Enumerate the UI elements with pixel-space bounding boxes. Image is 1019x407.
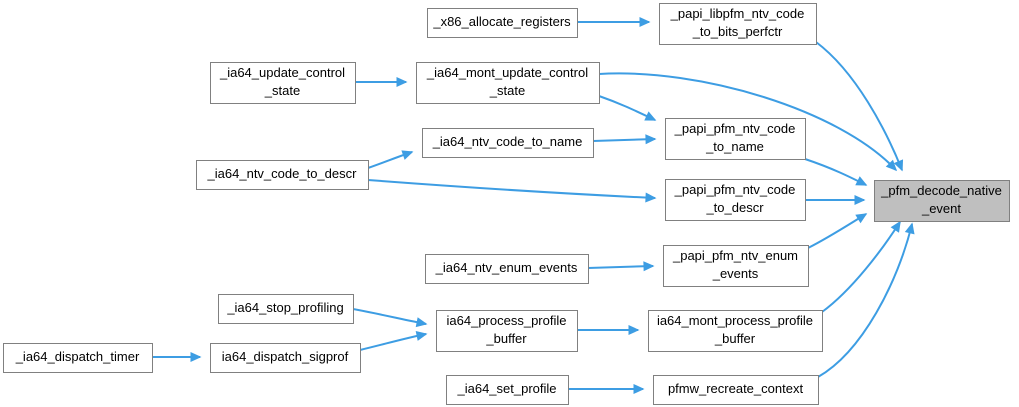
node-label: _events — [712, 266, 759, 281]
node-label: _pfm_decode_native — [880, 183, 1002, 198]
node-box[interactable] — [196, 160, 369, 190]
node-ia64_mont_process_profile_buffer[interactable]: ia64_mont_process_profile _buffer — [648, 310, 823, 352]
edge-ia64_ntv_code_to_descr-to-ia64_ntv_code_to_name — [367, 150, 414, 169]
edge-ia64_ntv_code_to_descr-to-papi_pfm_ntv_code_to_descr — [367, 179, 657, 203]
node-box[interactable] — [210, 343, 361, 373]
node-papi_pfm_ntv_enum_events[interactable]: _papi_pfm_ntv_enum _events — [663, 245, 809, 287]
nodes-layer: _x86_allocate_registers _papi_libpfm_ntv_… — [3, 3, 1010, 405]
node-label: _papi_libpfm_ntv_code — [670, 6, 805, 21]
node-x86_allocate_registers[interactable]: _x86_allocate_registers — [427, 8, 578, 38]
node-ia64_dispatch_timer[interactable]: _ia64_dispatch_timer — [3, 343, 153, 373]
edge-pfmw_recreate_context-to-pfm_decode_native_event — [817, 222, 915, 378]
node-papi_pfm_ntv_code_to_descr[interactable]: _papi_pfm_ntv_code _to_descr — [665, 179, 806, 221]
node-box[interactable] — [210, 62, 356, 104]
node-label: ia64_mont_process_profile — [657, 313, 813, 328]
node-box[interactable] — [653, 375, 819, 405]
node-label: _state — [264, 83, 300, 98]
edge-ia64_mont_process_profile_buffer-to-pfm_decode_native_event — [821, 220, 901, 313]
node-label: _to_bits_perfctr — [692, 24, 783, 39]
edge-ia64_dispatch_sigprof-to-ia64_process_profile_buffer — [359, 331, 428, 351]
node-label: ia64_dispatch_sigprof — [222, 349, 349, 364]
edge-ia64_ntv_enum_events-to-papi_pfm_ntv_enum_events — [587, 261, 655, 272]
edge-ia64_process_profile_buffer-to-ia64_mont_process_profile_buffer — [577, 325, 640, 335]
node-box[interactable] — [416, 62, 600, 104]
node-label: _ia64_update_control — [219, 65, 345, 80]
node-label: _event — [921, 201, 961, 216]
edge-papi_pfm_ntv_enum_events-to-pfm_decode_native_event — [807, 213, 868, 249]
node-ia64_dispatch_sigprof[interactable]: ia64_dispatch_sigprof — [210, 343, 361, 373]
node-label: _state — [489, 83, 525, 98]
node-box[interactable] — [446, 375, 569, 405]
node-label: _buffer — [714, 331, 756, 346]
edge-ia64_dispatch_timer-to-ia64_dispatch_sigprof — [152, 352, 202, 362]
node-box[interactable] — [436, 310, 578, 352]
node-box[interactable] — [659, 3, 817, 45]
node-box[interactable] — [422, 128, 594, 158]
edge-papi_pfm_ntv_code_to_descr-to-pfm_decode_native_event — [805, 195, 866, 205]
node-box[interactable] — [665, 179, 806, 221]
node-ia64_update_control_state[interactable]: _ia64_update_control _state — [210, 62, 356, 104]
edge-ia64_ntv_code_to_name-to-papi_pfm_ntv_code_to_name — [592, 134, 657, 145]
node-label: _ia64_mont_update_control — [426, 65, 588, 80]
node-papi_libpfm_ntv_code_to_bits_perfctr[interactable]: _papi_libpfm_ntv_code _to_bits_perfctr — [659, 3, 817, 45]
node-ia64_set_profile[interactable]: _ia64_set_profile — [446, 375, 569, 405]
node-box[interactable] — [218, 294, 354, 324]
node-ia64_process_profile_buffer[interactable]: ia64_process_profile _buffer — [436, 310, 578, 352]
node-box[interactable] — [874, 180, 1010, 222]
edge-ia64_stop_profiling-to-ia64_process_profile_buffer — [352, 308, 428, 328]
node-label: _to_descr — [705, 200, 764, 215]
node-box[interactable] — [663, 245, 809, 287]
node-label: _ia64_ntv_code_to_name — [432, 134, 583, 149]
node-label: _ia64_ntv_code_to_descr — [207, 166, 358, 181]
node-ia64_ntv_code_to_descr[interactable]: _ia64_ntv_code_to_descr — [196, 160, 369, 190]
node-papi_pfm_ntv_code_to_name[interactable]: _papi_pfm_ntv_code _to_name — [665, 118, 806, 160]
node-pfm_decode_native_event[interactable]: _pfm_decode_native _event — [874, 180, 1010, 222]
node-ia64_ntv_code_to_name[interactable]: _ia64_ntv_code_to_name — [422, 128, 594, 158]
edge-ia64_mont_update_control_state-to-papi_pfm_ntv_code_to_name — [598, 95, 657, 121]
edge-papi_libpfm_ntv_code_to_bits_perfctr-to-pfm_decode_native_event — [815, 41, 904, 172]
edge-ia64_set_profile-to-pfmw_recreate_context — [568, 384, 645, 394]
node-box[interactable] — [425, 254, 589, 284]
node-box[interactable] — [665, 118, 806, 160]
node-ia64_mont_update_control_state[interactable]: _ia64_mont_update_control _state — [416, 62, 600, 104]
node-box[interactable] — [648, 310, 823, 352]
node-label: pfmw_recreate_context — [668, 381, 804, 396]
node-label: _papi_pfm_ntv_code — [674, 121, 796, 136]
node-label: _ia64_stop_profiling — [226, 300, 343, 315]
edge-ia64_update_control_state-to-ia64_mont_update_control_state — [355, 77, 408, 87]
edge-papi_pfm_ntv_code_to_name-to-pfm_decode_native_event — [804, 158, 868, 186]
edge-x86_allocate_registers-to-papi_libpfm_ntv_code_to_bits_perfctr — [577, 17, 651, 27]
node-pfmw_recreate_context[interactable]: pfmw_recreate_context — [653, 375, 819, 405]
edges-layer — [152, 17, 915, 394]
node-label: _papi_pfm_ntv_code — [674, 182, 796, 197]
node-label: _ia64_dispatch_timer — [15, 349, 140, 364]
node-label: _buffer — [485, 331, 527, 346]
node-ia64_ntv_enum_events[interactable]: _ia64_ntv_enum_events — [425, 254, 589, 284]
node-label: _ia64_ntv_enum_events — [435, 260, 578, 275]
node-label: _to_name — [705, 139, 764, 154]
node-label: ia64_process_profile — [447, 313, 567, 328]
node-label: _ia64_set_profile — [456, 381, 556, 396]
node-box[interactable] — [427, 8, 578, 38]
node-label: _papi_pfm_ntv_enum — [672, 248, 798, 263]
node-label: _x86_allocate_registers — [432, 14, 571, 29]
node-ia64_stop_profiling[interactable]: _ia64_stop_profiling — [218, 294, 354, 324]
node-box[interactable] — [3, 343, 153, 373]
edge-ia64_mont_update_control_state-to-pfm_decode_native_event — [598, 72, 898, 172]
